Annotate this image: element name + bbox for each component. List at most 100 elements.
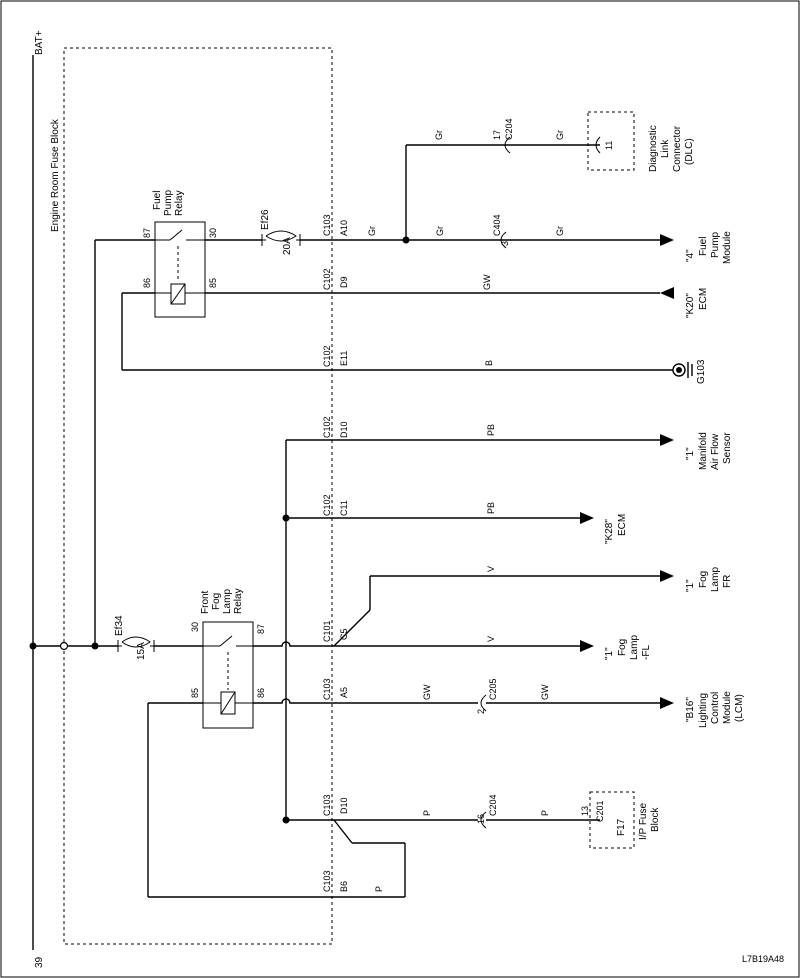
fuse-ef34-name: Ef34	[114, 615, 125, 636]
fog-relay-label-1: Front	[200, 590, 211, 614]
dlc-label-1: Diagnostic	[648, 125, 659, 172]
lcm-wire	[253, 698, 478, 704]
dlc-label-3: Connector	[672, 125, 683, 172]
c205-label: C205	[488, 678, 498, 700]
dlc-label-4: (DLC)	[684, 138, 695, 165]
lcm-dest-3: Control	[710, 692, 721, 724]
p-ip-label-2: P	[540, 810, 550, 816]
c205-pin: 2	[476, 709, 486, 714]
k28-dest-1: "K28"	[604, 519, 615, 544]
fog-fl-dest-2: Fog	[617, 639, 628, 656]
fog-relay-label-4: Relay	[233, 588, 244, 614]
fog-relay-label-2: Fog	[211, 593, 222, 610]
fuel-pump-dest-4: Module	[722, 231, 733, 264]
lcm-dest-2: Lighting	[698, 693, 709, 728]
pb-maf-label: PB	[486, 424, 496, 436]
c103-a5-conn: C103	[322, 678, 332, 700]
c103-a10-pin: A10	[339, 220, 349, 236]
c204-dlc-label: C204	[504, 118, 514, 140]
fuse-block-terminal	[59, 641, 69, 651]
v-fr-label: V	[486, 566, 496, 572]
fuse-ef34-symbol	[117, 640, 155, 652]
c205-connector	[480, 694, 487, 712]
bat-splice	[29, 642, 37, 650]
fuse-ef26-rating: 20A	[282, 237, 293, 255]
gr-wire-label-2: Gr	[435, 226, 445, 236]
c404-pin: 3	[500, 241, 510, 246]
c101-c5-pin: C5	[339, 628, 349, 640]
fpr-coil	[170, 283, 186, 305]
fpr-pin-87: 87	[142, 228, 152, 238]
maf-dest-3: Air Flow	[710, 433, 721, 470]
lcm-dest-1: "B16"	[685, 697, 696, 722]
fuel-pump-arrow	[660, 234, 674, 246]
c103-b6-pin: B6	[339, 881, 349, 892]
dlc-wire-label-2: Gr	[555, 130, 565, 140]
fpr-pin-85: 85	[208, 278, 218, 288]
fuse-block-label: Engine Room Fuse Block	[50, 118, 61, 232]
c204-ip-pin: 16	[476, 814, 486, 824]
fuse-ef34-rating: 15A	[136, 642, 147, 660]
fpr-pin-86: 86	[142, 278, 152, 288]
p-ip-label-1: P	[422, 810, 432, 816]
c103-d10-conn: C103	[322, 794, 332, 816]
lcm-arrow	[660, 697, 674, 709]
gr-wire-label-3: Gr	[555, 226, 565, 236]
k28-dest-2: ECM	[617, 514, 628, 536]
fuel-pump-relay-box	[154, 221, 206, 318]
dlc-pin: 11	[604, 141, 614, 150]
fog-fr-dest-4: FR	[722, 575, 733, 588]
ipfuse-box	[589, 791, 635, 849]
lcm-dest-5: (LCM)	[734, 694, 745, 722]
fuel-pump-relay-label-3: Relay	[174, 190, 185, 216]
bat-label: BAT+	[34, 30, 45, 55]
fuse-ef26-symbol	[261, 234, 301, 246]
fog-relay-switch	[219, 635, 233, 647]
k20-arrow	[660, 287, 674, 299]
fuel-pump-dest-1: "4"	[685, 249, 696, 262]
c102-d9-conn: C102	[322, 268, 332, 290]
p-b6-label: P	[374, 886, 384, 892]
fog-relay-box	[202, 621, 254, 729]
k20-dest-2: ECM	[698, 288, 709, 310]
fog-relay-label-3: Lamp	[222, 589, 233, 614]
ipfuse-dest-1: I/P Fuse	[638, 803, 649, 840]
v-fl-label: V	[486, 636, 496, 642]
g103-label: G103	[696, 359, 707, 384]
c204-ip-connector	[480, 811, 487, 829]
dlc-label-2: Link	[660, 139, 671, 158]
gw-k20-label: GW	[482, 274, 492, 290]
c404-label: C404	[492, 214, 502, 236]
gw-lcm-label-1: GW	[422, 684, 432, 700]
dlc-wire-label-1: Gr	[434, 130, 444, 140]
f17-label: F17	[616, 818, 627, 836]
c204-ip-label: C204	[488, 794, 498, 816]
fog-fl-dest-3: Lamp	[629, 635, 640, 660]
c103-b6-conn: C103	[322, 870, 332, 892]
fuel-pump-dest-3: Pump	[710, 231, 721, 258]
ipfuse-pin: 13	[580, 806, 590, 816]
fog-fl-dest-1: "1"	[604, 647, 615, 660]
fpr-switch	[169, 229, 183, 241]
lcm-dest-4: Module	[722, 691, 733, 724]
b-wire-label: B	[484, 360, 494, 366]
maf-arrow	[660, 434, 674, 446]
c103-a5-pin: A5	[339, 687, 349, 698]
fog-relay-pin-86: 86	[256, 688, 266, 698]
c201-label: C201	[595, 800, 605, 822]
fuel-pump-relay-label-2: Pump	[163, 189, 174, 216]
dlc-box	[587, 111, 635, 171]
c102-c11-conn: C102	[322, 494, 332, 516]
fuse-ef26-name: Ef26	[260, 209, 271, 230]
fog-relay-pin-30: 30	[190, 622, 200, 632]
fog-relay-pin-87: 87	[256, 624, 266, 634]
fuel-pump-relay-label-1: Fuel	[152, 191, 163, 210]
maf-dest-1: "1"	[685, 447, 696, 460]
c204-dlc-connector	[504, 136, 511, 154]
c103-a10-conn: C103	[322, 214, 332, 236]
page-number: 39	[34, 956, 45, 968]
fog-relay-pin-85: 85	[190, 688, 200, 698]
